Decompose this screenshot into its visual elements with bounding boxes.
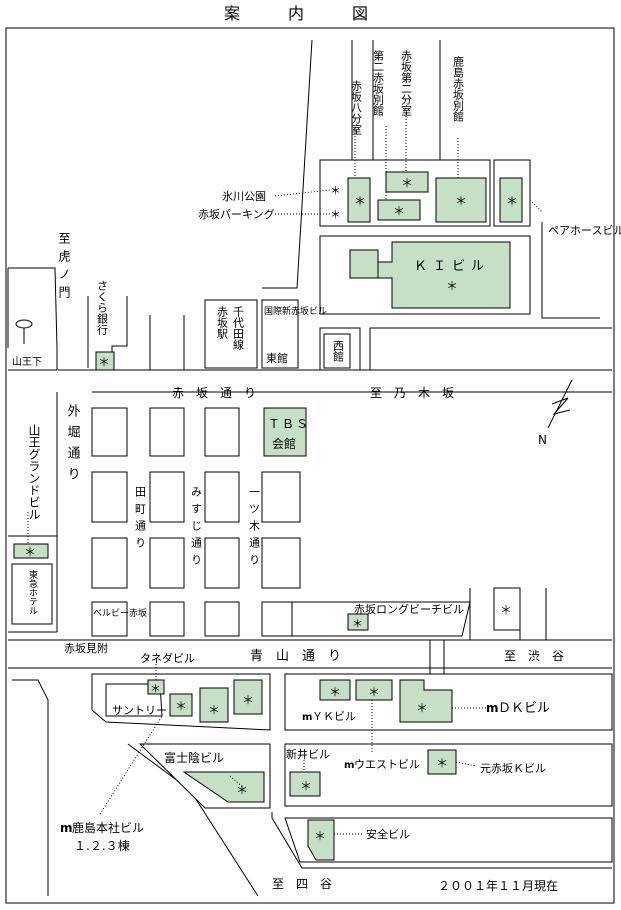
map-title: 案 内 図: [224, 4, 368, 23]
svg-text:外堀通り: 外堀通り: [65, 404, 81, 488]
svg-text:＊: ＊: [393, 204, 405, 218]
svg-text:至 渋 谷: 至 渋 谷: [504, 649, 564, 663]
svg-text:＊: ＊: [300, 779, 312, 793]
svg-text:さくら銀行: さくら銀行: [96, 280, 109, 336]
svg-text:＊: ＊: [416, 701, 428, 715]
svg-text:赤坂第二分室: 赤坂第二分室: [400, 50, 413, 116]
road-labels: 赤 坂 通 り 至 乃 木 坂 青 山 通 り 至 渋 谷 至 四 谷 赤坂見附…: [12, 232, 564, 891]
svg-text:鹿島赤坂別館: 鹿島赤坂別館: [452, 55, 465, 123]
svg-text:＊: ＊: [314, 829, 326, 843]
svg-text:＊: ＊: [506, 194, 518, 208]
north-arrow: N: [538, 379, 573, 447]
svg-text:＊: ＊: [242, 693, 254, 707]
svg-text:＊: ＊: [330, 184, 341, 197]
svg-text:＊: ＊: [208, 703, 220, 717]
svg-text:赤坂ロングビーチビル: 赤坂ロングビーチビル: [354, 602, 464, 616]
svg-text:m: m: [344, 760, 354, 771]
svg-text:m: m: [60, 821, 73, 835]
svg-text:＊: ＊: [354, 194, 366, 208]
sanno-shita-icon: [15, 319, 33, 344]
svg-text:山王下: 山王下: [12, 356, 42, 368]
svg-text:＊: ＊: [329, 685, 341, 699]
svg-text:富士陰ビル: 富士陰ビル: [164, 750, 224, 765]
svg-text:赤坂見附: 赤坂見附: [64, 641, 108, 655]
svg-text:＊: ＊: [436, 756, 448, 770]
svg-text:タネダビル: タネダビル: [140, 651, 195, 665]
svg-text:鹿島本社ビル: 鹿島本社ビル: [72, 820, 144, 835]
svg-text:ＹＫビル: ＹＫビル: [312, 710, 356, 723]
svg-text:安全ビル: 安全ビル: [366, 827, 410, 841]
svg-text:＊: ＊: [401, 176, 413, 190]
svg-text:至 四 谷: 至 四 谷: [272, 877, 332, 891]
svg-text:ベルビー赤坂: ベルビー赤坂: [93, 608, 147, 619]
building-markers: ＊ ＊ ＊ ＊ ＊ ＊ ＊ ＊ ＊ ＊ ＊ ＊ ＊ ＊ ＊ ＊ ＊ ＊ ＊ ＊ …: [24, 176, 518, 843]
svg-text:田町通り: 田町通り: [134, 486, 147, 554]
svg-text:＊: ＊: [150, 682, 161, 695]
svg-text:＊: ＊: [455, 194, 467, 208]
svg-text:m: m: [302, 712, 312, 723]
kajima-buildings: [13, 171, 523, 861]
map-frame: [5, 27, 615, 904]
svg-text:＊: ＊: [98, 355, 110, 369]
svg-text:赤坂駅: 赤坂駅: [216, 306, 229, 340]
svg-text:＊: ＊: [368, 685, 380, 699]
svg-text:ＴＢＳ: ＴＢＳ: [268, 417, 310, 431]
leader-lines: [27, 110, 543, 835]
svg-text:青 山 通 り: 青 山 通 り: [250, 649, 341, 664]
svg-text:会館: 会館: [272, 436, 296, 451]
svg-text:みすじ通り: みすじ通り: [190, 486, 203, 571]
svg-text:氷川公園: 氷川公園: [222, 190, 266, 203]
svg-text:赤坂パーキング: 赤坂パーキング: [198, 207, 275, 221]
svg-text:至 乃 木 坂: 至 乃 木 坂: [370, 386, 454, 400]
svg-text:＊: ＊: [352, 617, 363, 630]
date-label: ２００１年１１月現在: [438, 879, 558, 893]
svg-text:ペアホースビル: ペアホースビル: [548, 224, 621, 237]
svg-text:至虎ノ門: 至虎ノ門: [57, 232, 71, 304]
svg-text:一ツ木通り: 一ツ木通り: [248, 486, 261, 571]
svg-text:サントリー: サントリー: [112, 704, 167, 717]
svg-text:＊: ＊: [175, 699, 187, 713]
svg-text:山王グランドビル: 山王グランドビル: [27, 424, 41, 520]
svg-text:＊: ＊: [330, 208, 341, 221]
kajima-logo-icons: m m m m: [60, 701, 499, 835]
svg-text:第二赤坂別館: 第二赤坂別館: [372, 49, 385, 117]
svg-text:ウエストビル: ウエストビル: [354, 758, 420, 771]
svg-text:m: m: [486, 701, 499, 715]
svg-text:ＤＫビル: ＤＫビル: [498, 701, 550, 716]
svg-text:１.２.３棟: １.２.３棟: [74, 838, 130, 853]
svg-text:国際新赤坂ビル: 国際新赤坂ビル: [264, 305, 327, 317]
building-labels: 第二赤坂別館 赤坂第二分室 鹿島赤坂別館 赤坂八分室 氷川公園 赤坂パーキング …: [27, 49, 621, 853]
svg-text:＊: ＊: [24, 545, 36, 559]
svg-text:新井ビル: 新井ビル: [286, 747, 330, 761]
svg-text:東急ホテル: 東急ホテル: [27, 569, 38, 615]
svg-text:＊: ＊: [446, 279, 458, 293]
svg-text:＊: ＊: [500, 603, 512, 617]
svg-text:赤 坂 通 り: 赤 坂 通 り: [172, 386, 256, 400]
svg-text:＊: ＊: [236, 783, 248, 797]
north-label: N: [538, 433, 547, 447]
svg-text:赤坂八分室: 赤坂八分室: [350, 80, 363, 135]
svg-text:西館: 西館: [332, 340, 345, 363]
svg-text:東館: 東館: [266, 351, 288, 365]
svg-text:千代田線: 千代田線: [232, 306, 245, 350]
svg-text:元赤坂Ｋビル: 元赤坂Ｋビル: [480, 762, 546, 775]
svg-text:ＫＩビル: ＫＩビル: [414, 259, 490, 274]
